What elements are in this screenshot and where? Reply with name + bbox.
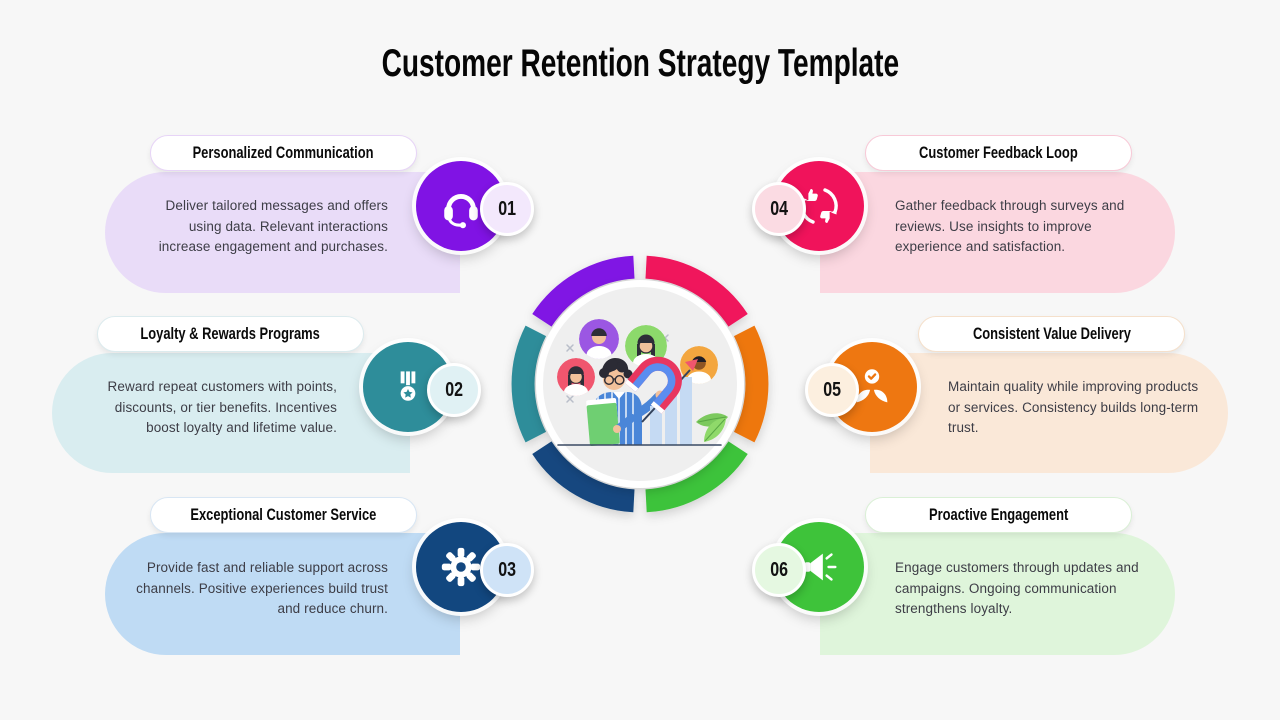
step-number: 04 xyxy=(770,197,788,220)
card-description: Reward repeat customers with points, dis… xyxy=(107,379,337,435)
page-title: Customer Retention Strategy Template xyxy=(0,42,1280,86)
card-icon-circle xyxy=(416,522,506,612)
card-description: Provide fast and reliable support across… xyxy=(136,560,388,616)
feedback-loop-icon xyxy=(800,188,838,224)
card-title: Customer Feedback Loop xyxy=(919,143,1078,162)
ring-segment-communication xyxy=(532,255,635,327)
card-icon-circle xyxy=(363,342,453,432)
card-title: Exceptional Customer Service xyxy=(190,505,377,524)
headset-icon xyxy=(444,194,478,229)
card-body xyxy=(820,172,1175,293)
person xyxy=(586,358,665,447)
card-icon-circle xyxy=(827,342,917,432)
card-description: Engage customers through updates and cam… xyxy=(895,560,1139,616)
ring-segment-service xyxy=(532,441,635,513)
card-title: Consistent Value Delivery xyxy=(972,324,1131,343)
avatar-purple xyxy=(579,319,619,359)
card-title-pill: Loyalty & Rewards Programs xyxy=(97,316,364,352)
card-body xyxy=(105,533,460,655)
card-title-pill: Customer Feedback Loop xyxy=(865,135,1132,171)
card-title-pill: Personalized Communication xyxy=(150,135,417,171)
avatar-pink xyxy=(557,358,595,396)
card-title-pill: Exceptional Customer Service xyxy=(150,497,417,533)
card-body xyxy=(52,353,410,473)
megaphone-icon xyxy=(804,553,837,581)
card-body xyxy=(870,353,1228,473)
card-description: Deliver tailored messages and offers usi… xyxy=(158,198,388,254)
gear-icon xyxy=(441,547,481,587)
green-folder xyxy=(586,397,620,447)
card-title-pill: Consistent Value Delivery xyxy=(918,316,1185,352)
step-number-badge: 04 xyxy=(752,182,806,236)
ring-segments xyxy=(511,255,769,513)
step-number-badge: 05 xyxy=(805,363,859,417)
card-title-pill: Proactive Engagement xyxy=(865,497,1132,533)
step-number: 01 xyxy=(498,197,516,220)
step-number: 03 xyxy=(498,558,516,581)
card-title: Loyalty & Rewards Programs xyxy=(140,324,321,343)
step-number-badge: 03 xyxy=(480,543,534,597)
magnet-illustration xyxy=(557,319,728,447)
card-description: Maintain quality while improving product… xyxy=(948,379,1199,435)
center-illustration xyxy=(490,234,790,534)
leaves xyxy=(696,413,728,442)
center-ring xyxy=(511,255,769,513)
step-number: 02 xyxy=(445,378,463,401)
card-icon-circle xyxy=(774,522,864,612)
value-care-icon xyxy=(856,369,888,403)
ring-segment-feedback xyxy=(645,255,748,327)
card-description: Gather feedback through surveys and revi… xyxy=(895,198,1125,254)
ring-segment-value xyxy=(733,325,769,443)
ring-segment-loyalty xyxy=(511,325,547,443)
step-number: 06 xyxy=(770,558,788,581)
step-number-badge: 06 xyxy=(752,543,806,597)
page-title-text: Customer Retention Strategy Template xyxy=(381,42,899,85)
step-number: 05 xyxy=(823,378,841,401)
card-title: Proactive Engagement xyxy=(928,505,1069,524)
card-body xyxy=(105,172,460,293)
card-body xyxy=(820,533,1175,655)
ring-segment-engagement xyxy=(645,441,748,513)
card-title: Personalized Communication xyxy=(193,143,374,162)
medal-icon xyxy=(400,371,416,401)
magnet xyxy=(624,356,682,414)
step-number-badge: 02 xyxy=(427,363,481,417)
step-number-badge: 01 xyxy=(480,182,534,236)
